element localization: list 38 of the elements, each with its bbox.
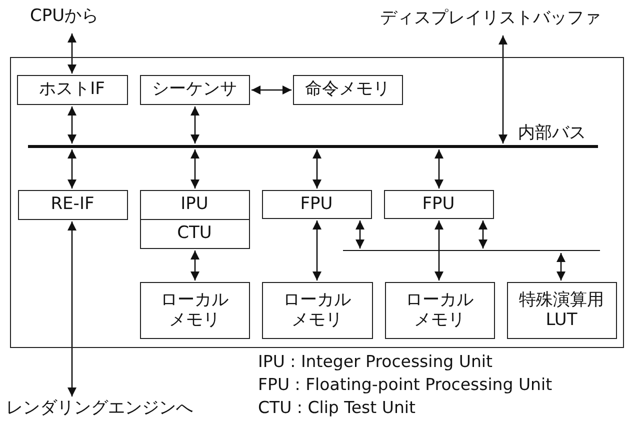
arrow	[252, 86, 292, 94]
arrow	[312, 220, 322, 280]
bus-label: 内部バス	[518, 122, 586, 144]
arrow	[478, 220, 488, 248]
arrow	[312, 150, 322, 188]
unit-box: ホストIF	[16, 74, 128, 104]
endpoint-label: ディスプレイリストバッファ	[380, 8, 626, 28]
endpoint-label: レンダリングエンジンへ	[6, 398, 226, 418]
unit-box: シーケンサ	[140, 74, 250, 104]
unit-box: 特殊演算用LUT	[506, 282, 616, 338]
arrow	[68, 34, 76, 74]
arrow	[190, 106, 200, 144]
unit-box: ローカルメモリ	[384, 282, 494, 338]
arrow	[498, 36, 508, 144]
arrow	[68, 222, 76, 396]
unit-box: ローカルメモリ	[262, 282, 372, 338]
arrow	[556, 253, 566, 280]
unit-box: FPU	[262, 190, 372, 218]
arrow	[68, 150, 76, 188]
chip-frame	[10, 57, 624, 348]
arrow	[356, 220, 364, 248]
unit-box: ローカルメモリ	[140, 282, 250, 338]
abbreviation-note: FPU : Floating-point Processing Unit	[258, 375, 552, 394]
unit-box: FPU	[384, 190, 494, 218]
abbreviation-note: CTU : Clip Test Unit	[258, 398, 416, 417]
arrow	[190, 150, 200, 188]
bus-line	[342, 250, 600, 251]
abbreviation-note: IPU : Integer Processing Unit	[258, 352, 492, 371]
unit-box: 命令メモリ	[292, 74, 402, 104]
arrow	[190, 250, 200, 280]
bus-line	[28, 144, 598, 148]
unit-box: CTU	[140, 218, 250, 248]
unit-box: RE-IF	[18, 190, 128, 220]
endpoint-label: CPUから	[30, 6, 118, 26]
unit-box: IPU	[140, 190, 250, 220]
arrow	[434, 220, 444, 280]
arrow	[68, 106, 76, 144]
arrow	[434, 150, 444, 188]
